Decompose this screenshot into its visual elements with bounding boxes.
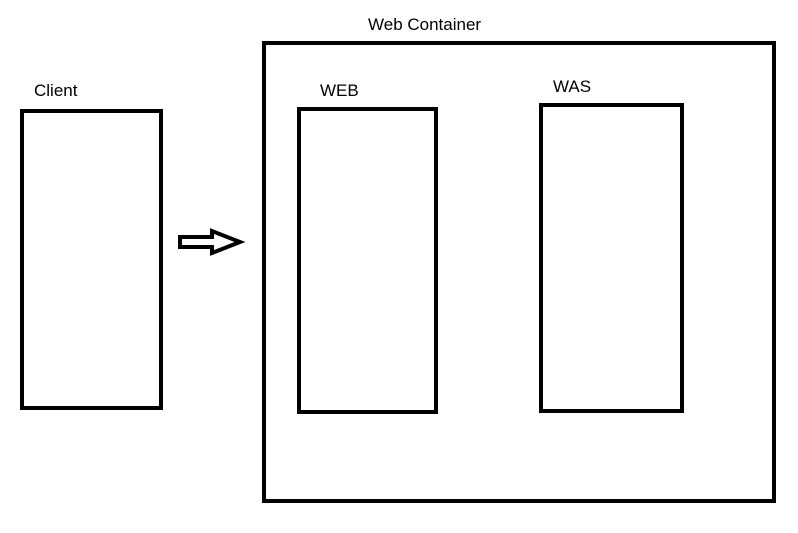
was-box (539, 103, 684, 413)
web-container-label: Web Container (368, 15, 482, 34)
hollow-right-arrow-icon (178, 228, 246, 256)
client-box (20, 109, 163, 410)
web-box (297, 107, 438, 414)
client-label: Client (34, 81, 78, 100)
was-label: WAS (553, 77, 592, 96)
web-label: WEB (320, 81, 359, 100)
